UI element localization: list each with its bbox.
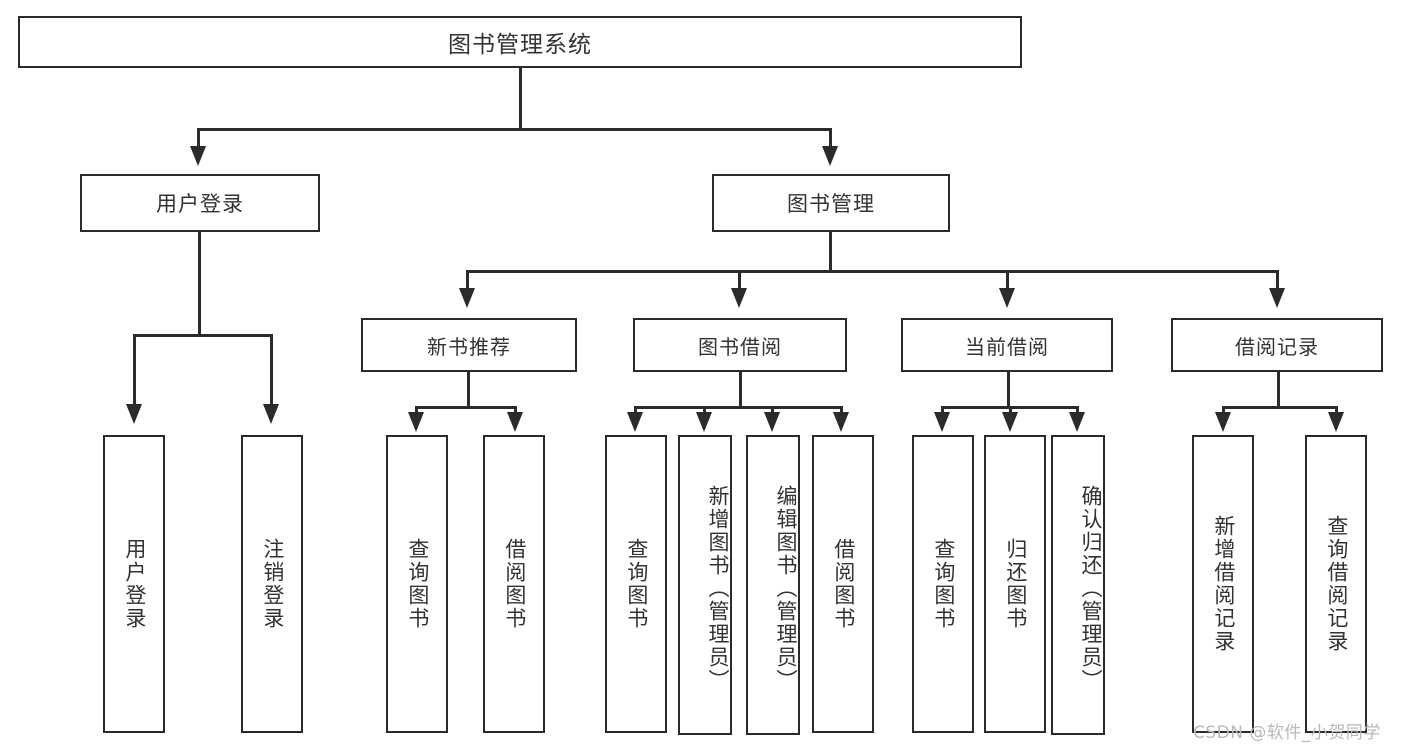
connector-current-borrow-branch-2 [1009,406,1012,414]
connector-book-mgmt-branch-1 [466,270,469,290]
arrowhead-leaf-query-book-1 [408,412,424,432]
arrowhead-leaf-query-record [1328,412,1344,432]
connector-book-mgmt-branch-3 [1006,270,1009,290]
node-label: 图书管理系统 [448,32,592,58]
connector-book-mgmt-branch-2 [738,270,741,290]
arrowhead-leaf-query-book-3 [934,412,950,432]
leaf-logout[interactable]: 注销登录 [241,435,303,733]
arrowhead-leaf-add-book [696,412,712,432]
node-book-borrow[interactable]: 图书借阅 [633,318,847,372]
arrowhead-to-borrow-record [1269,288,1285,308]
connector-new-book-branch-2 [514,406,517,414]
leaf-return-book[interactable]: 归还图书 [984,435,1046,733]
connector-book-borrow-bar [634,406,843,409]
connector-book-mgmt-stem [829,232,832,272]
connector-user-login-branch-2 [270,334,273,406]
leaf-query-book-current[interactable]: 查询图书 [912,435,974,733]
arrowhead-leaf-edit-book [764,412,780,432]
connector-new-book-bar [415,406,517,409]
node-label: 当前借阅 [965,334,1049,359]
leaf-query-book-borrow[interactable]: 查询图书 [605,435,667,733]
connector-new-book-stem [467,372,470,408]
node-label: 新增借阅记录 [1211,515,1236,653]
leaf-add-book-admin[interactable]: 新增图书（管理员） [678,435,732,735]
node-label: 编辑图书（管理员） [774,484,798,692]
connector-book-borrow-branch-1 [634,406,637,414]
node-current-borrow[interactable]: 当前借阅 [901,318,1113,372]
node-label: 查询借阅记录 [1324,515,1349,653]
node-label: 图书管理 [787,192,875,216]
connector-borrow-record-branch-2 [1335,406,1338,414]
connector-current-borrow-stem [1007,372,1010,408]
node-label: 确认归还（管理员） [1079,484,1103,692]
connector-current-borrow-branch-1 [941,406,944,414]
connector-book-mgmt-bar [466,270,1278,273]
connector-user-login-bar [133,334,272,337]
arrowhead-to-user-login [190,146,206,166]
leaf-user-login[interactable]: 用户登录 [103,435,165,733]
arrowhead-leaf-add-record [1215,412,1231,432]
node-borrow-record[interactable]: 借阅记录 [1171,318,1383,372]
node-label: 查询图书 [931,538,956,630]
arrowhead-leaf-borrow-book-1 [507,412,523,432]
connector-user-login-stem [198,232,201,336]
node-label: 图书借阅 [698,334,782,359]
arrowhead-to-book-borrow [731,288,747,308]
arrowhead-leaf-confirm-return [1069,412,1085,432]
connector-current-borrow-branch-3 [1076,406,1079,414]
connector-book-borrow-branch-2 [703,406,706,414]
arrowhead-leaf-return-book [1002,412,1018,432]
leaf-edit-book-admin[interactable]: 编辑图书（管理员） [746,435,800,735]
connector-book-borrow-branch-4 [840,406,843,414]
connector-root-to-user-login [197,128,200,148]
node-label: 借阅图书 [502,538,527,630]
node-label: 查询图书 [405,538,430,630]
node-label: 用户登录 [156,192,244,216]
leaf-query-book-recommend[interactable]: 查询图书 [386,435,448,733]
node-user-login[interactable]: 用户登录 [80,174,320,232]
arrowhead-to-book-mgmt [822,146,838,166]
leaf-borrow-book-recommend[interactable]: 借阅图书 [483,435,545,733]
csdn-watermark: CSDN @软件_小贺同学 [1193,723,1381,743]
connector-root-to-book-mgmt [829,128,832,148]
node-label: 新书推荐 [427,334,511,359]
arrowhead-to-new-book [459,288,475,308]
node-label: 用户登录 [122,538,147,630]
node-label: 查询图书 [624,538,649,630]
arrowhead-leaf-query-book-2 [627,412,643,432]
connector-borrow-record-bar [1222,406,1338,409]
node-label: 归还图书 [1003,538,1028,630]
connector-root-stem [519,68,522,130]
arrowhead-to-current-borrow [999,288,1015,308]
node-label: 借阅记录 [1235,334,1319,359]
connector-root-bar [197,128,831,131]
node-root-system[interactable]: 图书管理系统 [18,16,1022,68]
node-label: 注销登录 [260,538,285,630]
leaf-confirm-return-admin[interactable]: 确认归还（管理员） [1051,435,1105,735]
connector-current-borrow-bar [941,406,1076,409]
leaf-query-borrow-record[interactable]: 查询借阅记录 [1305,435,1367,733]
connector-user-login-branch-1 [133,334,136,406]
arrowhead-leaf-borrow-book-2 [833,412,849,432]
arrowhead-leaf-logout [263,404,279,424]
node-label: 借阅图书 [831,538,856,630]
node-new-book-recommend[interactable]: 新书推荐 [361,318,577,372]
node-label: 新增图书（管理员） [706,484,730,692]
node-book-management[interactable]: 图书管理 [712,174,950,232]
connector-book-mgmt-branch-4 [1276,270,1279,290]
connector-new-book-branch-1 [415,406,418,414]
leaf-borrow-book[interactable]: 借阅图书 [812,435,874,733]
connector-borrow-record-branch-1 [1222,406,1225,414]
arrowhead-leaf-user-login [126,404,142,424]
connector-book-borrow-stem [739,372,742,408]
connector-book-borrow-branch-3 [771,406,774,414]
leaf-add-borrow-record[interactable]: 新增借阅记录 [1192,435,1254,733]
connector-borrow-record-stem [1277,372,1280,408]
